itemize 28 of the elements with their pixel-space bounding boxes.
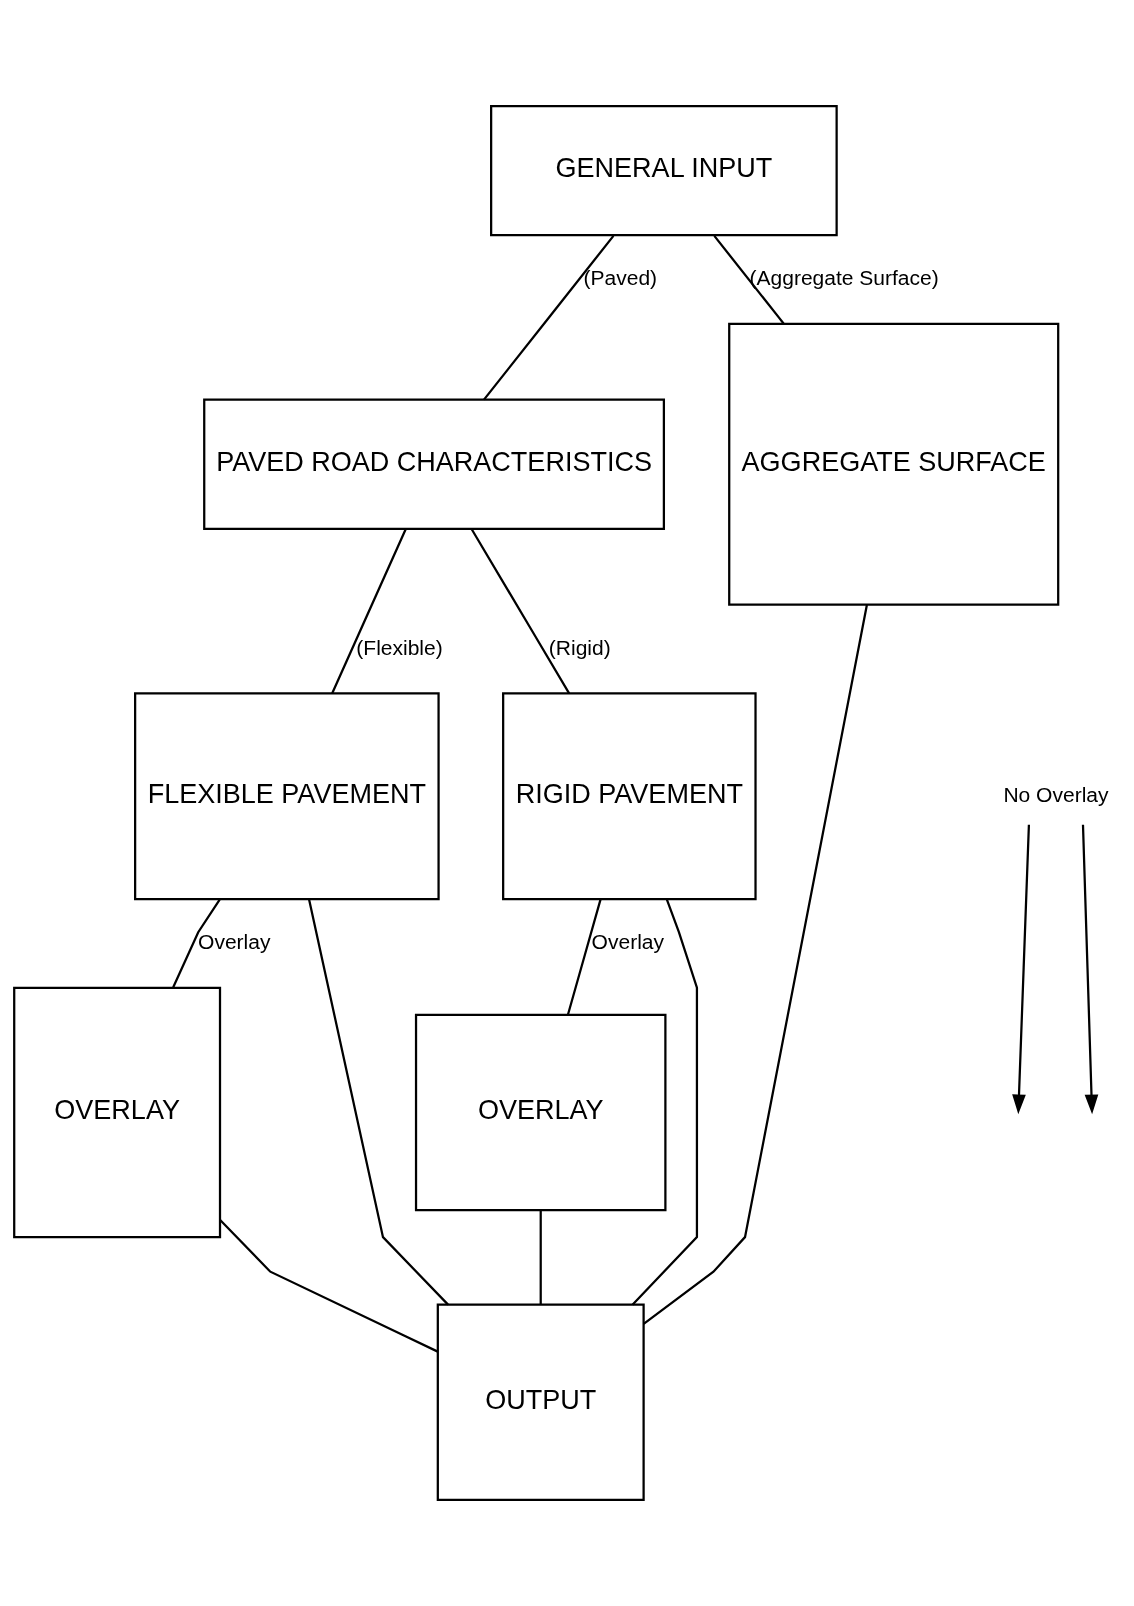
node-box: PAVED ROAD CHARACTERISTICS bbox=[203, 398, 665, 530]
arrow bbox=[1081, 824, 1099, 1115]
connector bbox=[713, 235, 785, 325]
connector bbox=[172, 899, 221, 988]
node-box: RIGID PAVEMENT bbox=[502, 692, 757, 901]
connector bbox=[219, 1219, 439, 1353]
arrow bbox=[1012, 824, 1031, 1115]
node-box: OVERLAY bbox=[414, 1013, 667, 1212]
edge-label: (Aggregate Surface) bbox=[749, 266, 939, 290]
node-box: FLEXIBLE PAVEMENT bbox=[134, 692, 440, 901]
connector bbox=[308, 899, 449, 1306]
connector bbox=[539, 1210, 542, 1305]
connector bbox=[331, 528, 407, 694]
connector bbox=[483, 235, 615, 401]
connector bbox=[470, 528, 571, 694]
edge-label: Overlay bbox=[198, 930, 271, 954]
connector bbox=[643, 604, 868, 1325]
node-box: OVERLAY bbox=[13, 986, 222, 1239]
node-box: GENERAL INPUT bbox=[490, 104, 838, 237]
node-box: AGGREGATE SURFACE bbox=[728, 322, 1060, 606]
node-box: OUTPUT bbox=[436, 1303, 645, 1502]
edge-label: (Rigid) bbox=[548, 635, 611, 659]
edge-label: Overlay bbox=[591, 930, 665, 954]
connector bbox=[566, 899, 602, 1015]
node-text: No Overlay bbox=[1003, 782, 1109, 806]
edge-label: (Paved) bbox=[583, 266, 658, 290]
connector bbox=[631, 899, 699, 1306]
edge-label: (Flexible) bbox=[356, 635, 443, 659]
